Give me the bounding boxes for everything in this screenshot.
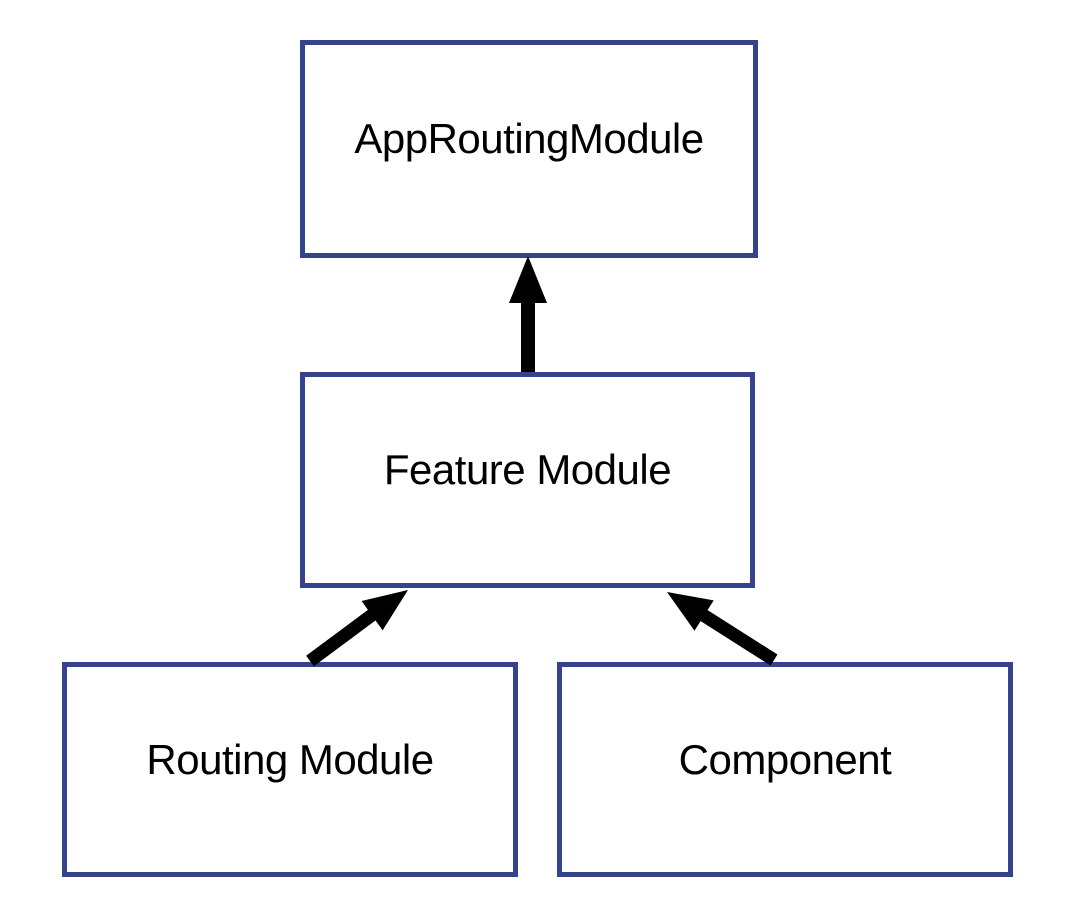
node-app-routing-module: AppRoutingModule [300, 40, 758, 258]
node-feature-module: Feature Module [300, 372, 755, 588]
node-label-feature-module: Feature Module [383, 446, 672, 493]
arrow-component-to-feature-icon [667, 592, 778, 666]
arrow-feature-to-approuting-icon [509, 256, 547, 372]
node-label-routing-module: Routing Module [146, 735, 434, 783]
node-routing-module: Routing Module [62, 662, 518, 877]
node-component: Component [557, 662, 1013, 877]
node-label-component: Component [678, 735, 892, 783]
node-label-app-routing-module: AppRoutingModule [354, 115, 704, 162]
arrow-routing-to-feature-icon [306, 590, 408, 667]
